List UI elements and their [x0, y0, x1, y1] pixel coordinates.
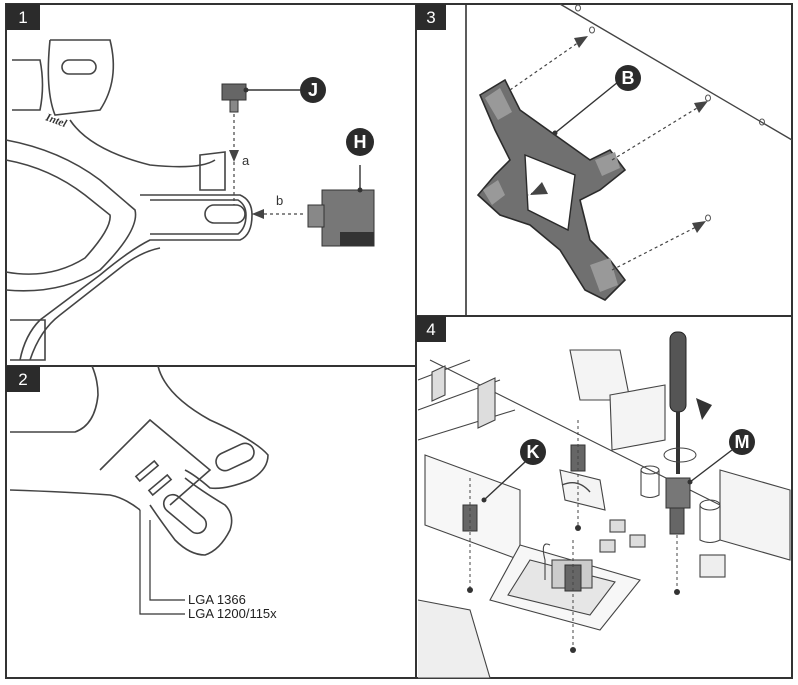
callout-h-badge [346, 128, 374, 156]
mounting-holes [467, 525, 680, 653]
panel-2-number-badge [6, 366, 40, 392]
lga1366-leader [149, 520, 185, 601]
callout-h-label: H [354, 132, 367, 152]
panel-1-number-badge [6, 4, 40, 30]
panel-3-number: 3 [426, 8, 435, 27]
callout-j-badge [300, 77, 326, 103]
mounting-arrows [509, 39, 703, 271]
panel-2-number: 2 [18, 370, 27, 389]
panel-3-number-badge [416, 4, 446, 30]
step-b-label: b [276, 193, 283, 208]
standoff-guides [469, 420, 678, 650]
panel-4-number-badge [416, 316, 446, 342]
callout-k-label: K [527, 442, 540, 462]
panel-3: B 3 [415, 3, 793, 317]
motherboard-illustration [417, 349, 791, 679]
panel-4-number: 4 [426, 320, 435, 339]
panel-4: K M 4 [415, 315, 793, 679]
callout-j-label: J [308, 80, 318, 100]
part-j-icon [221, 83, 300, 113]
panel-1-number: 1 [18, 8, 27, 27]
arrow-b-head [252, 209, 264, 219]
mounting-holes [575, 4, 765, 222]
step-a-label: a [242, 153, 250, 168]
callout-k-leader [483, 461, 526, 501]
panel-2: LGA 1366 LGA 1200/115x 2 [5, 365, 417, 679]
lga-1366-label: LGA 1366 [188, 592, 246, 607]
screwdriver-icon [663, 331, 712, 509]
part-h-icon [307, 165, 375, 247]
callout-b-leader [554, 81, 619, 134]
callout-b-badge [615, 65, 641, 91]
callout-m-badge [729, 429, 755, 455]
arrow-heads [530, 36, 708, 233]
panel-1: Intel a b J H 1 [5, 3, 417, 367]
rotate-arrow-icon [561, 482, 591, 493]
backplate-illustration [476, 78, 627, 301]
lga-1200-label: LGA 1200/115x [188, 606, 277, 621]
mounting-bracket-illustration [5, 39, 253, 361]
callout-k-badge [520, 439, 546, 465]
callout-b-label: B [622, 68, 635, 88]
lga1200-leader [139, 510, 185, 615]
callout-m-label: M [735, 432, 750, 452]
bracket-slot-illustration [9, 365, 269, 556]
arrow-a-head [229, 150, 239, 162]
callout-m-leader [689, 449, 733, 483]
